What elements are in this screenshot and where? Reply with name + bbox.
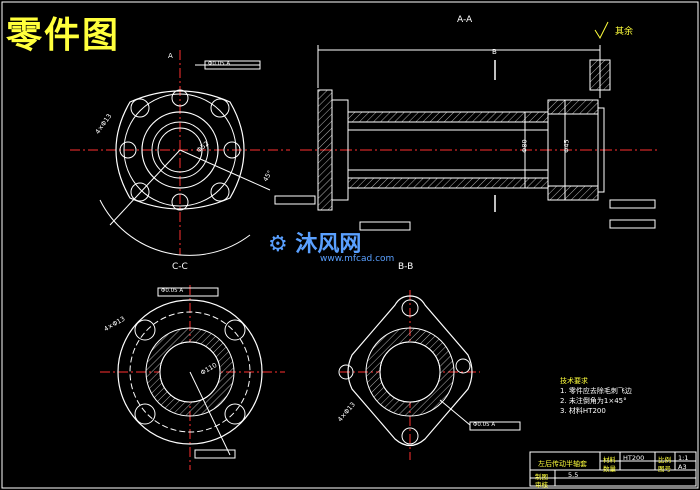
tb-material-value: HT200: [623, 454, 645, 462]
title-block: [529, 451, 697, 487]
tol-box-aa-left: [274, 195, 316, 205]
flange-bore: [151, 121, 209, 179]
bolt-hole-1: [130, 98, 150, 118]
bb-leader: [439, 399, 471, 426]
tb-drawing-no-label: 图号: [658, 465, 671, 473]
hatch-detail-box: [589, 59, 611, 91]
bolt-hole-3: [130, 182, 150, 202]
shaft-left-flange: [317, 89, 333, 211]
dim-tol-bb: Φ0.05 A: [473, 422, 496, 428]
cc-hole-4: [224, 403, 246, 425]
dim-bore-dia3: Φ45: [562, 139, 571, 153]
tb-scale-value: 1:1: [678, 454, 689, 462]
cc-hole-3: [134, 403, 156, 425]
tech-requirements: 技术要求 1. 零件应去除毛刺飞边 2. 未注倒角为1×45° 3. 材料HT2…: [560, 376, 632, 416]
tol-box-top: [204, 60, 261, 70]
bb-hole-right: [455, 358, 471, 374]
leader-2: [109, 149, 181, 226]
cc-outer: [117, 299, 263, 445]
section-letter-b: B: [492, 48, 497, 56]
watermark-logo: ⚙ 沐风网: [268, 232, 362, 257]
watermark-url: www.mfcad.com: [320, 254, 395, 264]
shaft-wall-bottom: [347, 177, 549, 189]
tech-req-item-3: 3. 材料HT200: [560, 407, 606, 415]
bolt-hole-8: [171, 193, 189, 211]
section-aa-view: [274, 21, 660, 231]
roughness-note: 其余: [615, 27, 634, 37]
tb-scale-label: 比例: [658, 456, 671, 464]
tb-qty-label: 数量: [603, 465, 616, 473]
cc-leader: [189, 371, 231, 456]
cc-hole-1: [134, 319, 156, 341]
bolt-hole-2: [210, 98, 230, 118]
roughness-symbol: [594, 21, 609, 40]
bb-hole-bottom: [401, 427, 419, 445]
watermark-text: 沐风网: [295, 232, 362, 257]
drawing-title: 零件图: [6, 15, 121, 56]
bolt-hole-7: [171, 89, 189, 107]
tol-box-cc-bottom: [194, 449, 236, 459]
angle-arc: [99, 199, 251, 256]
shaft-right-lip: [597, 107, 605, 193]
dim-bore-dia2: Φ80: [520, 139, 529, 153]
section-aa-label: A-A: [457, 15, 473, 25]
tol-box-cc-top: [157, 287, 219, 297]
bb-hole-top: [401, 299, 419, 317]
section-bb-view: [338, 290, 521, 460]
bolt-hole-6: [223, 141, 241, 159]
title-block-frame: [529, 451, 697, 487]
bolt-hole-4: [210, 182, 230, 202]
tb-material-label: 材料: [603, 456, 616, 464]
flange-ring-mid: [141, 111, 219, 189]
bb-bore-outline: [379, 341, 441, 403]
tb-drawn-value: 5.5: [568, 471, 579, 479]
shaft-right-wall-top: [547, 99, 599, 115]
bb-hole-left: [338, 364, 354, 380]
dim-tol-top: Φ0.05 A: [208, 61, 231, 67]
tech-req-title: 技术要求: [560, 377, 588, 385]
tol-box-aa-bottom: [359, 221, 411, 231]
bb-diamond-outline: [347, 295, 473, 447]
shaft-wall-top: [347, 111, 549, 123]
tb-part-name: 左后传动半轴套: [538, 460, 587, 468]
section-cc-view: [100, 285, 285, 470]
tb-drawn-label: 制图: [535, 473, 548, 481]
tech-req-item-2: 2. 未注倒角为1×45°: [560, 397, 627, 405]
section-letter-a: A: [168, 52, 173, 60]
leader-1: [179, 149, 271, 191]
tb-drawing-no-value: A3: [678, 463, 687, 471]
flange-bore-inner: [157, 127, 203, 173]
tb-checked-label: 审核: [535, 481, 548, 489]
tol-box-bb: [469, 421, 521, 431]
section-bb-label: B-B: [398, 262, 414, 272]
tol-box-aa-right-2: [609, 219, 656, 229]
flange-view-top-left: [70, 50, 290, 256]
tech-req-item-1: 1. 零件应去除毛刺飞边: [560, 387, 632, 395]
flange-ring-outer: [123, 93, 237, 207]
cc-bolt-circle: [129, 311, 251, 433]
tol-box-aa-right-1: [609, 199, 656, 209]
section-cc-label: C-C: [172, 262, 188, 272]
cc-bore-outline: [159, 341, 221, 403]
dim-tol-cc: Φ0.05 A: [161, 288, 184, 294]
cc-hole-2: [224, 319, 246, 341]
flange-outline: [115, 90, 245, 210]
shaft-right-wall-bottom: [547, 185, 599, 201]
bolt-hole-5: [119, 141, 137, 159]
